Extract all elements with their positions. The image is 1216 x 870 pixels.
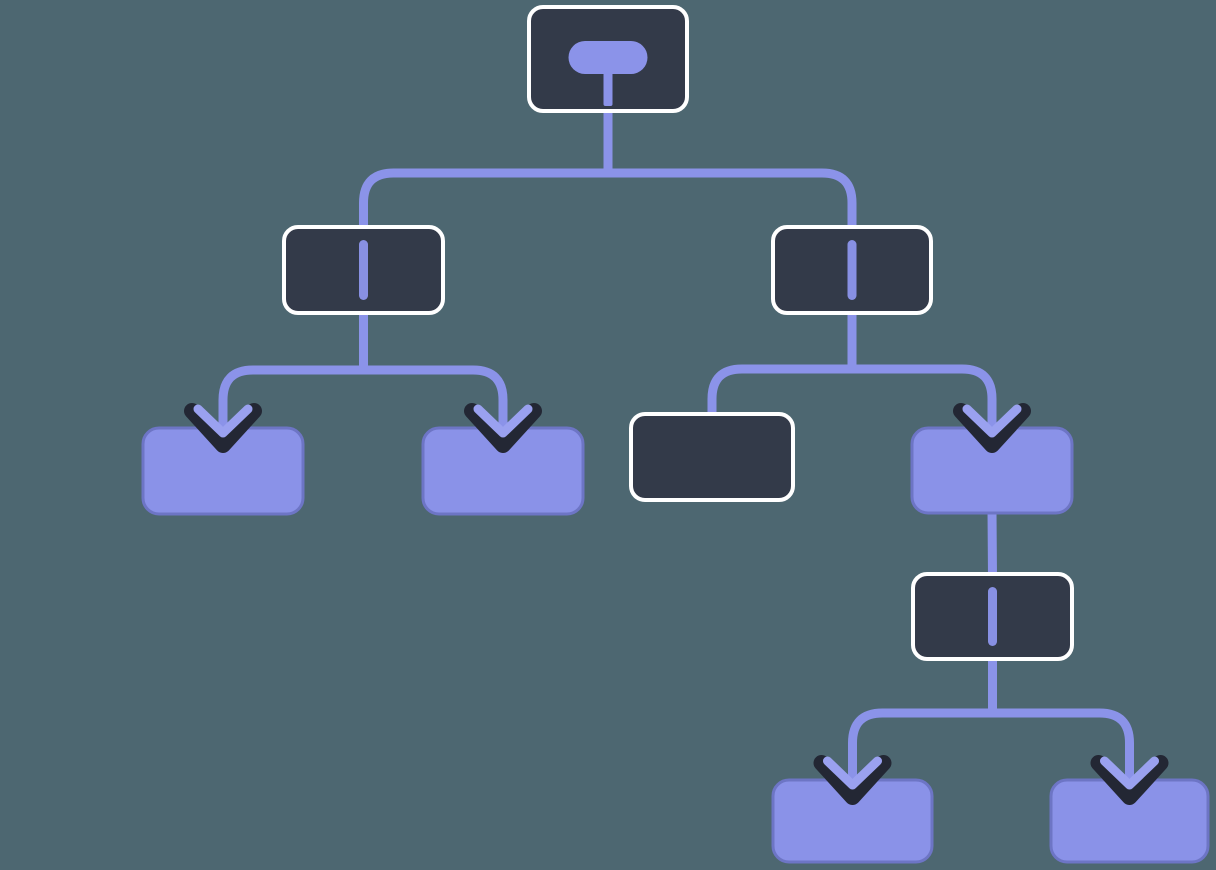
connector-bracket [359, 168, 857, 235]
tree-root-pill-icon [568, 41, 648, 106]
vertical-slot-bar-icon [847, 240, 857, 300]
vertical-slot-bar-icon [988, 587, 997, 646]
connector-edges-layer [218, 104, 1134, 791]
chevron-down-icon [184, 403, 262, 453]
connector-bracket [707, 364, 997, 439]
chevron-down-icon [813, 755, 892, 805]
connector-straight-link [987, 506, 997, 582]
branch-right-node[interactable] [771, 225, 933, 315]
arrowhead-outer-chevron-icon [1090, 755, 1169, 805]
arrowhead-inner-chevron-icon [823, 756, 882, 790]
connector-bracket [848, 708, 1134, 791]
subtree-plain-node-shape[interactable] [629, 412, 795, 502]
vertical-slot-bar-icon [359, 240, 368, 300]
branch-left-node[interactable] [282, 225, 445, 315]
chevron-down-icon [953, 403, 1031, 453]
arrowhead-inner-chevron-icon [473, 404, 533, 438]
chevron-down-icon [464, 403, 542, 453]
arrowhead-inner-chevron-icon [1100, 756, 1159, 790]
glyph-pill [568, 41, 648, 74]
branch-lower-node[interactable] [911, 572, 1074, 661]
root-node[interactable] [527, 5, 689, 113]
arrowhead-outer-chevron-icon [953, 403, 1031, 453]
subtree-plain-node[interactable] [629, 412, 795, 502]
arrowhead-inner-chevron-icon [193, 404, 253, 438]
nodes-layer [141, 5, 1210, 864]
arrowhead-outer-chevron-icon [813, 755, 892, 805]
arrowhead-inner-chevron-icon [962, 404, 1022, 438]
arrowhead-outer-chevron-icon [184, 403, 262, 453]
chevron-down-icon [1090, 755, 1169, 805]
arrowhead-outer-chevron-icon [464, 403, 542, 453]
connector-bracket [218, 365, 508, 439]
arrow-markers-layer [184, 403, 1169, 805]
